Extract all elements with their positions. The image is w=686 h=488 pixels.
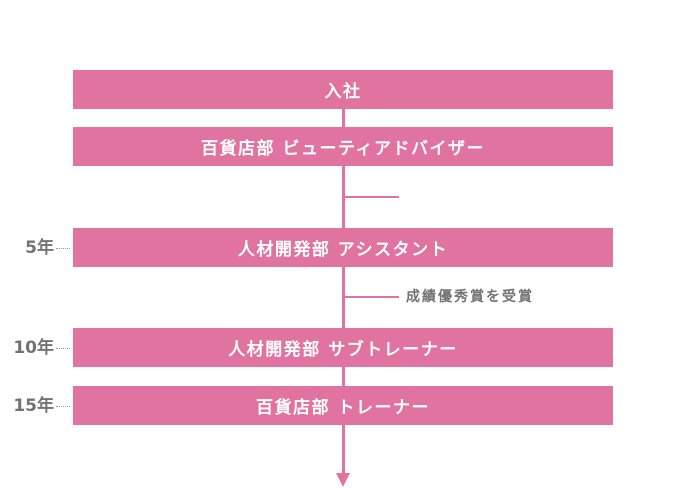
stage-bar-hr-sub-trainer: 人材開発部 サブトレーナー [73,328,613,367]
stage-label: 入社 [324,82,362,102]
stage-label: 百貨店部 ビューティアドバイザー [201,139,485,159]
stage-bar-beauty-advisor: 百貨店部 ビューティアドバイザー [73,127,613,166]
stage-label: 百貨店部 トレーナー [256,398,430,418]
timeline-line-segment [342,166,345,228]
timeline-branch-empty [345,196,399,198]
year-dotted-leader [56,248,70,249]
year-marker-10: 10年 [13,338,54,358]
stage-bar-joined: 入社 [73,70,613,109]
stage-bar-trainer: 百貨店部 トレーナー [73,386,613,425]
year-dotted-leader [56,406,70,407]
year-dotted-leader [56,348,70,349]
stage-label: 人材開発部 アシスタント [237,240,449,260]
timeline-branch-event [345,296,399,298]
timeline-line-segment [342,367,345,386]
timeline-arrowhead [336,473,350,487]
event-label: 成績優秀賞を受賞 [406,289,534,305]
year-marker-15: 15年 [13,396,54,416]
stage-bar-hr-assistant: 人材開発部 アシスタント [73,228,613,267]
stage-label: 人材開発部 サブトレーナー [228,340,458,360]
timeline-line-segment [342,267,345,328]
timeline-line-segment [342,109,345,127]
timeline-line-segment [342,425,345,475]
year-marker-5: 5年 [25,238,54,258]
